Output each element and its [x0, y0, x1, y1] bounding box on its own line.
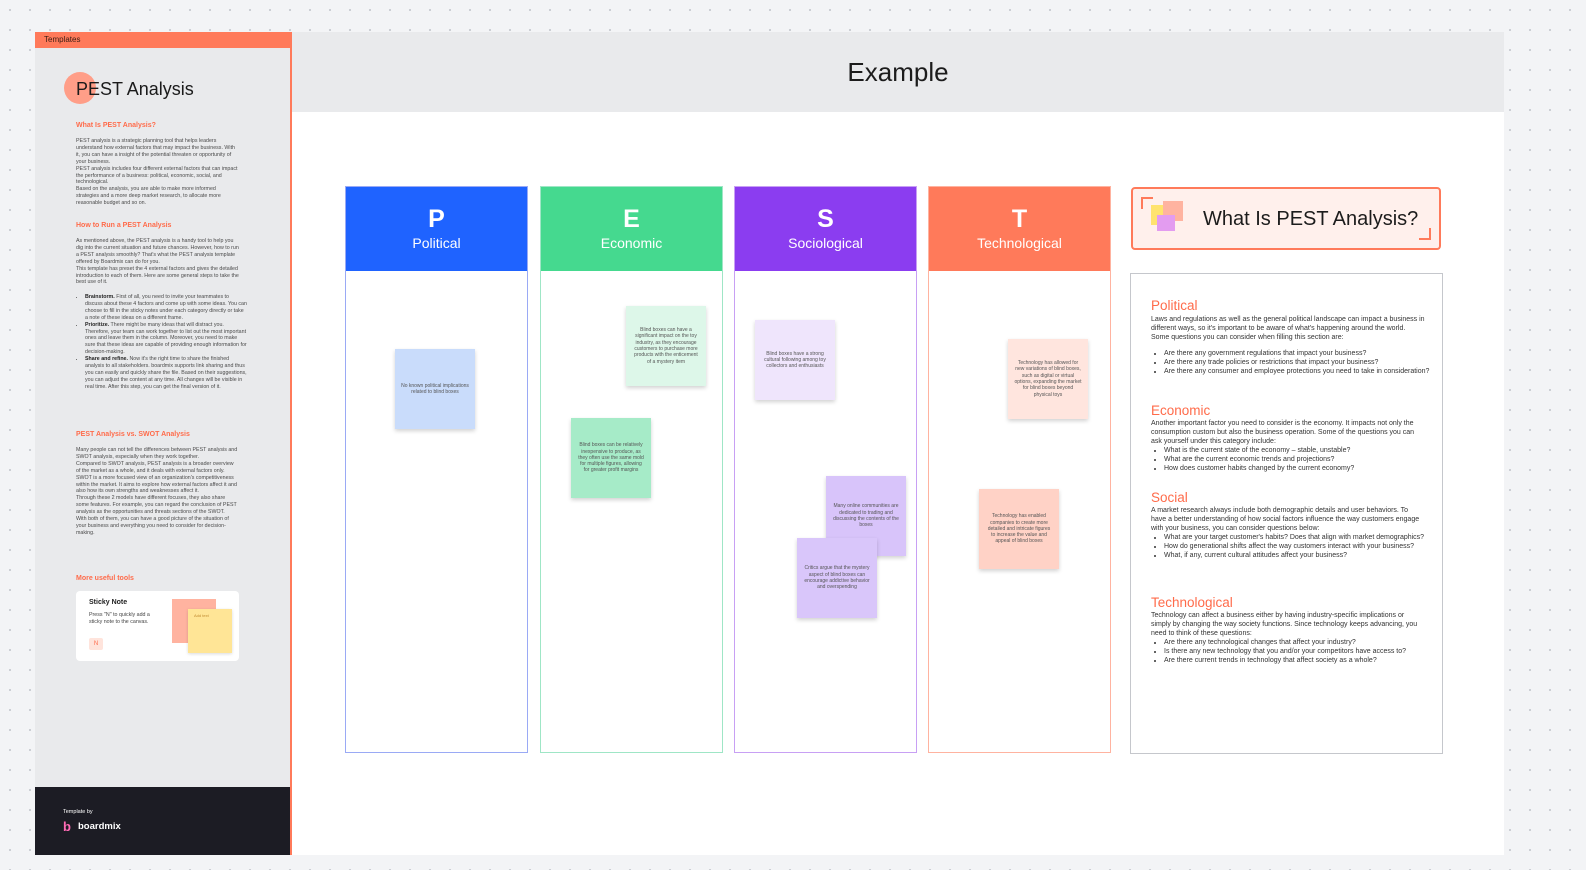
social-text: A market research always include both de… — [1151, 507, 1420, 532]
question: Are there current trends in technology t… — [1164, 656, 1438, 665]
corner-bracket — [1141, 197, 1153, 209]
column-technological: T Technological — [928, 186, 1111, 753]
boardmix-logo[interactable]: boardmix — [78, 821, 121, 832]
what-is-text: PEST analysis is a strategic planning to… — [76, 138, 238, 207]
panel-title: PEST Analysis — [76, 79, 194, 99]
question: Is there any new technology that you and… — [1164, 647, 1438, 656]
question: What, if any, current cultural attitudes… — [1164, 551, 1438, 560]
template-panel: Templates PEST Analysis What Is PEST Ana… — [35, 32, 292, 855]
column-political: P Political — [345, 186, 528, 753]
column-header-technological: T Technological — [929, 187, 1110, 271]
column-letter: S — [817, 205, 834, 233]
sticky-note[interactable]: Technology has allowed for new variation… — [1008, 339, 1088, 419]
what-is-heading: What Is PEST Analysis? — [76, 122, 156, 129]
template-footer: Template by b boardmix — [35, 787, 290, 855]
pest-info-panel: Political Laws and regulations as well a… — [1130, 273, 1443, 754]
economic-questions: What is the current state of the economy… — [1151, 446, 1438, 473]
sticky-note[interactable]: Critics argue that the mystery aspect of… — [797, 538, 877, 618]
column-name: Political — [412, 235, 461, 251]
what-is-pest-title: What Is PEST Analysis? — [1203, 208, 1419, 230]
question: What is the current state of the economy… — [1164, 446, 1438, 455]
example-board: Example P Political E Economic S Sociolo… — [292, 32, 1504, 855]
what-is-pest-banner: What Is PEST Analysis? — [1131, 187, 1441, 250]
social-heading: Social — [1151, 490, 1188, 505]
economic-text: Another important factor you need to con… — [1151, 420, 1415, 445]
column-sociological: S Sociological — [734, 186, 917, 753]
question: Are there any technological changes that… — [1164, 638, 1438, 647]
column-header-sociological: S Sociological — [735, 187, 916, 271]
step-brainstorm: Brainstorm. First of all, you need to in… — [85, 294, 248, 322]
step-share: Share and refine. Now it's the right tim… — [85, 356, 248, 391]
economic-heading: Economic — [1151, 403, 1211, 418]
column-name: Technological — [977, 235, 1062, 251]
technological-text: Technology can affect a business either … — [1151, 612, 1418, 637]
question: What are the current economic trends and… — [1164, 455, 1438, 464]
template-by-label: Template by — [63, 809, 93, 815]
political-text: Laws and regulations as well as the gene… — [1151, 316, 1425, 341]
column-economic: E Economic — [540, 186, 723, 753]
sticky-note[interactable]: Technology has enabled companies to crea… — [979, 489, 1059, 569]
technological-heading: Technological — [1151, 595, 1233, 610]
swot-heading: PEST Analysis vs. SWOT Analysis — [76, 431, 190, 438]
step-prioritize: Prioritize. There might be many ideas th… — [85, 322, 248, 357]
question: What are your target customer's habits? … — [1164, 533, 1438, 542]
title-decoration — [64, 72, 96, 104]
sticky-note[interactable]: Blind boxes can have a significant impac… — [626, 306, 706, 386]
question: How does customer habits changed by the … — [1164, 464, 1438, 473]
sticky-note[interactable]: Blind boxes can be relatively inexpensiv… — [571, 418, 651, 498]
templates-tab[interactable]: Templates — [35, 32, 290, 48]
sticky-note[interactable]: No known political implications related … — [395, 349, 475, 429]
column-letter: T — [1011, 205, 1028, 233]
corner-bracket — [1419, 228, 1431, 240]
how-to-text: As mentioned above, the PEST analysis is… — [76, 238, 239, 286]
sticky-note[interactable]: Blind boxes have a strong cultural follo… — [755, 320, 835, 400]
sticky-note-tool-card[interactable]: Sticky Note Press "N" to quickly add a s… — [76, 591, 239, 661]
tool-card-description: Press "N" to quickly add a sticky note t… — [89, 612, 150, 625]
board-header: Example — [292, 32, 1504, 112]
sticky-notes-icon — [1157, 215, 1175, 231]
column-letter: E — [623, 205, 640, 233]
column-header-political: P Political — [346, 187, 527, 271]
boardmix-logo-icon: b — [63, 819, 71, 834]
column-name: Economic — [600, 235, 663, 251]
question: Are there any trade policies or restrict… — [1164, 358, 1438, 367]
how-to-steps: Brainstorm. First of all, you need to in… — [76, 294, 248, 391]
social-questions: What are your target customer's habits? … — [1151, 533, 1438, 560]
swot-text: Many people can not tell the differences… — [76, 447, 238, 536]
column-letter: P — [428, 205, 445, 233]
board-title: Example — [847, 57, 949, 87]
question: Are there any consumer and employee prot… — [1164, 367, 1438, 376]
how-to-heading: How to Run a PEST Analysis — [76, 222, 172, 229]
political-questions: Are there any government regulations tha… — [1151, 349, 1438, 376]
tool-card-title: Sticky Note — [89, 599, 128, 606]
political-heading: Political — [1151, 298, 1198, 313]
question: Are there any government regulations tha… — [1164, 349, 1438, 358]
question: How do generational shifts affect the wa… — [1164, 542, 1438, 551]
shortcut-key-badge: N — [89, 638, 103, 650]
templates-tab-label: Templates — [44, 35, 81, 44]
sticky-note-preview: Add text — [188, 609, 232, 653]
column-header-economic: E Economic — [541, 187, 722, 271]
technological-questions: Are there any technological changes that… — [1151, 638, 1438, 665]
tools-heading: More useful tools — [76, 575, 134, 582]
column-name: Sociological — [788, 235, 863, 251]
